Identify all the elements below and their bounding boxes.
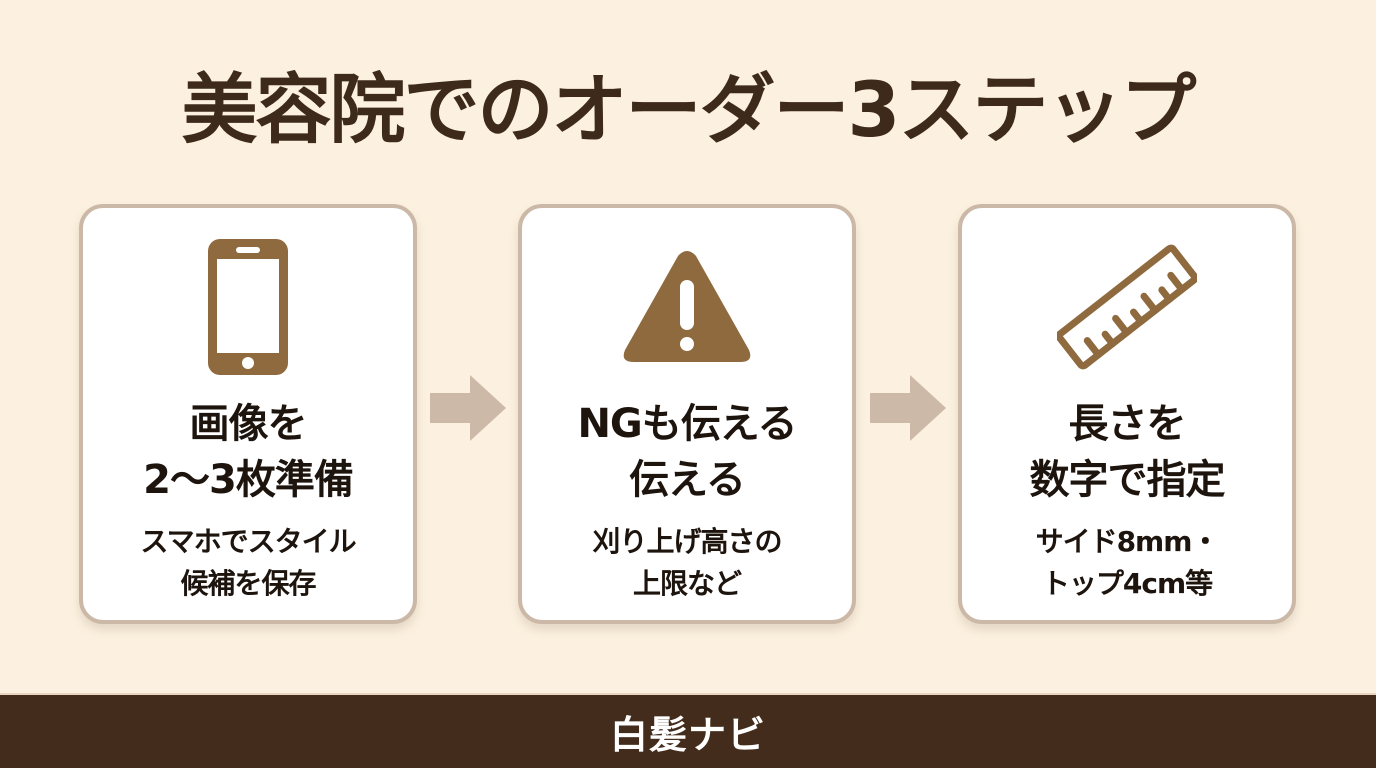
description-line: 候補を保存 — [180, 567, 316, 600]
description-line: サイド8mm・ — [1035, 525, 1220, 558]
warning-icon — [522, 232, 852, 382]
ruler-icon — [962, 232, 1292, 382]
brand-name: 白髪ナビ — [609, 713, 766, 757]
heading-line: 画像を — [189, 401, 308, 447]
description-line: 刈り上げ高さの — [592, 525, 782, 558]
step-heading: NGも伝える 伝える — [522, 396, 852, 508]
step-heading: 画像を 2〜3枚準備 — [83, 396, 413, 508]
step-card-2: NGも伝える 伝える 刈り上げ高さの 上限など — [518, 204, 856, 624]
step-card-3: 長さを 数字で指定 サイド8mm・ トップ4cm等 — [958, 204, 1296, 624]
description-line: 上限など — [632, 567, 742, 600]
smartphone-icon — [83, 232, 413, 382]
step-description: スマホでスタイル 候補を保存 — [83, 521, 413, 605]
arrow-right-icon — [430, 375, 506, 441]
footer-bar: 白髪ナビ — [0, 693, 1376, 768]
step-card-1: 画像を 2〜3枚準備 スマホでスタイル 候補を保存 — [79, 204, 417, 624]
heading-line: 長さを — [1068, 401, 1187, 447]
heading-line: 2〜3枚準備 — [143, 457, 354, 503]
description-line: トップ4cm等 — [1041, 567, 1213, 600]
heading-line: 数字で指定 — [1029, 457, 1226, 503]
step-description: サイド8mm・ トップ4cm等 — [962, 521, 1292, 605]
description-line: スマホでスタイル — [140, 525, 356, 558]
step-heading: 長さを 数字で指定 — [962, 396, 1292, 508]
page-title: 美容院でのオーダー3ステップ — [181, 65, 1197, 154]
arrow-right-icon — [870, 375, 946, 441]
step-description: 刈り上げ高さの 上限など — [522, 521, 852, 605]
heading-line: NGも伝える — [577, 401, 797, 447]
heading-line: 伝える — [629, 457, 746, 503]
